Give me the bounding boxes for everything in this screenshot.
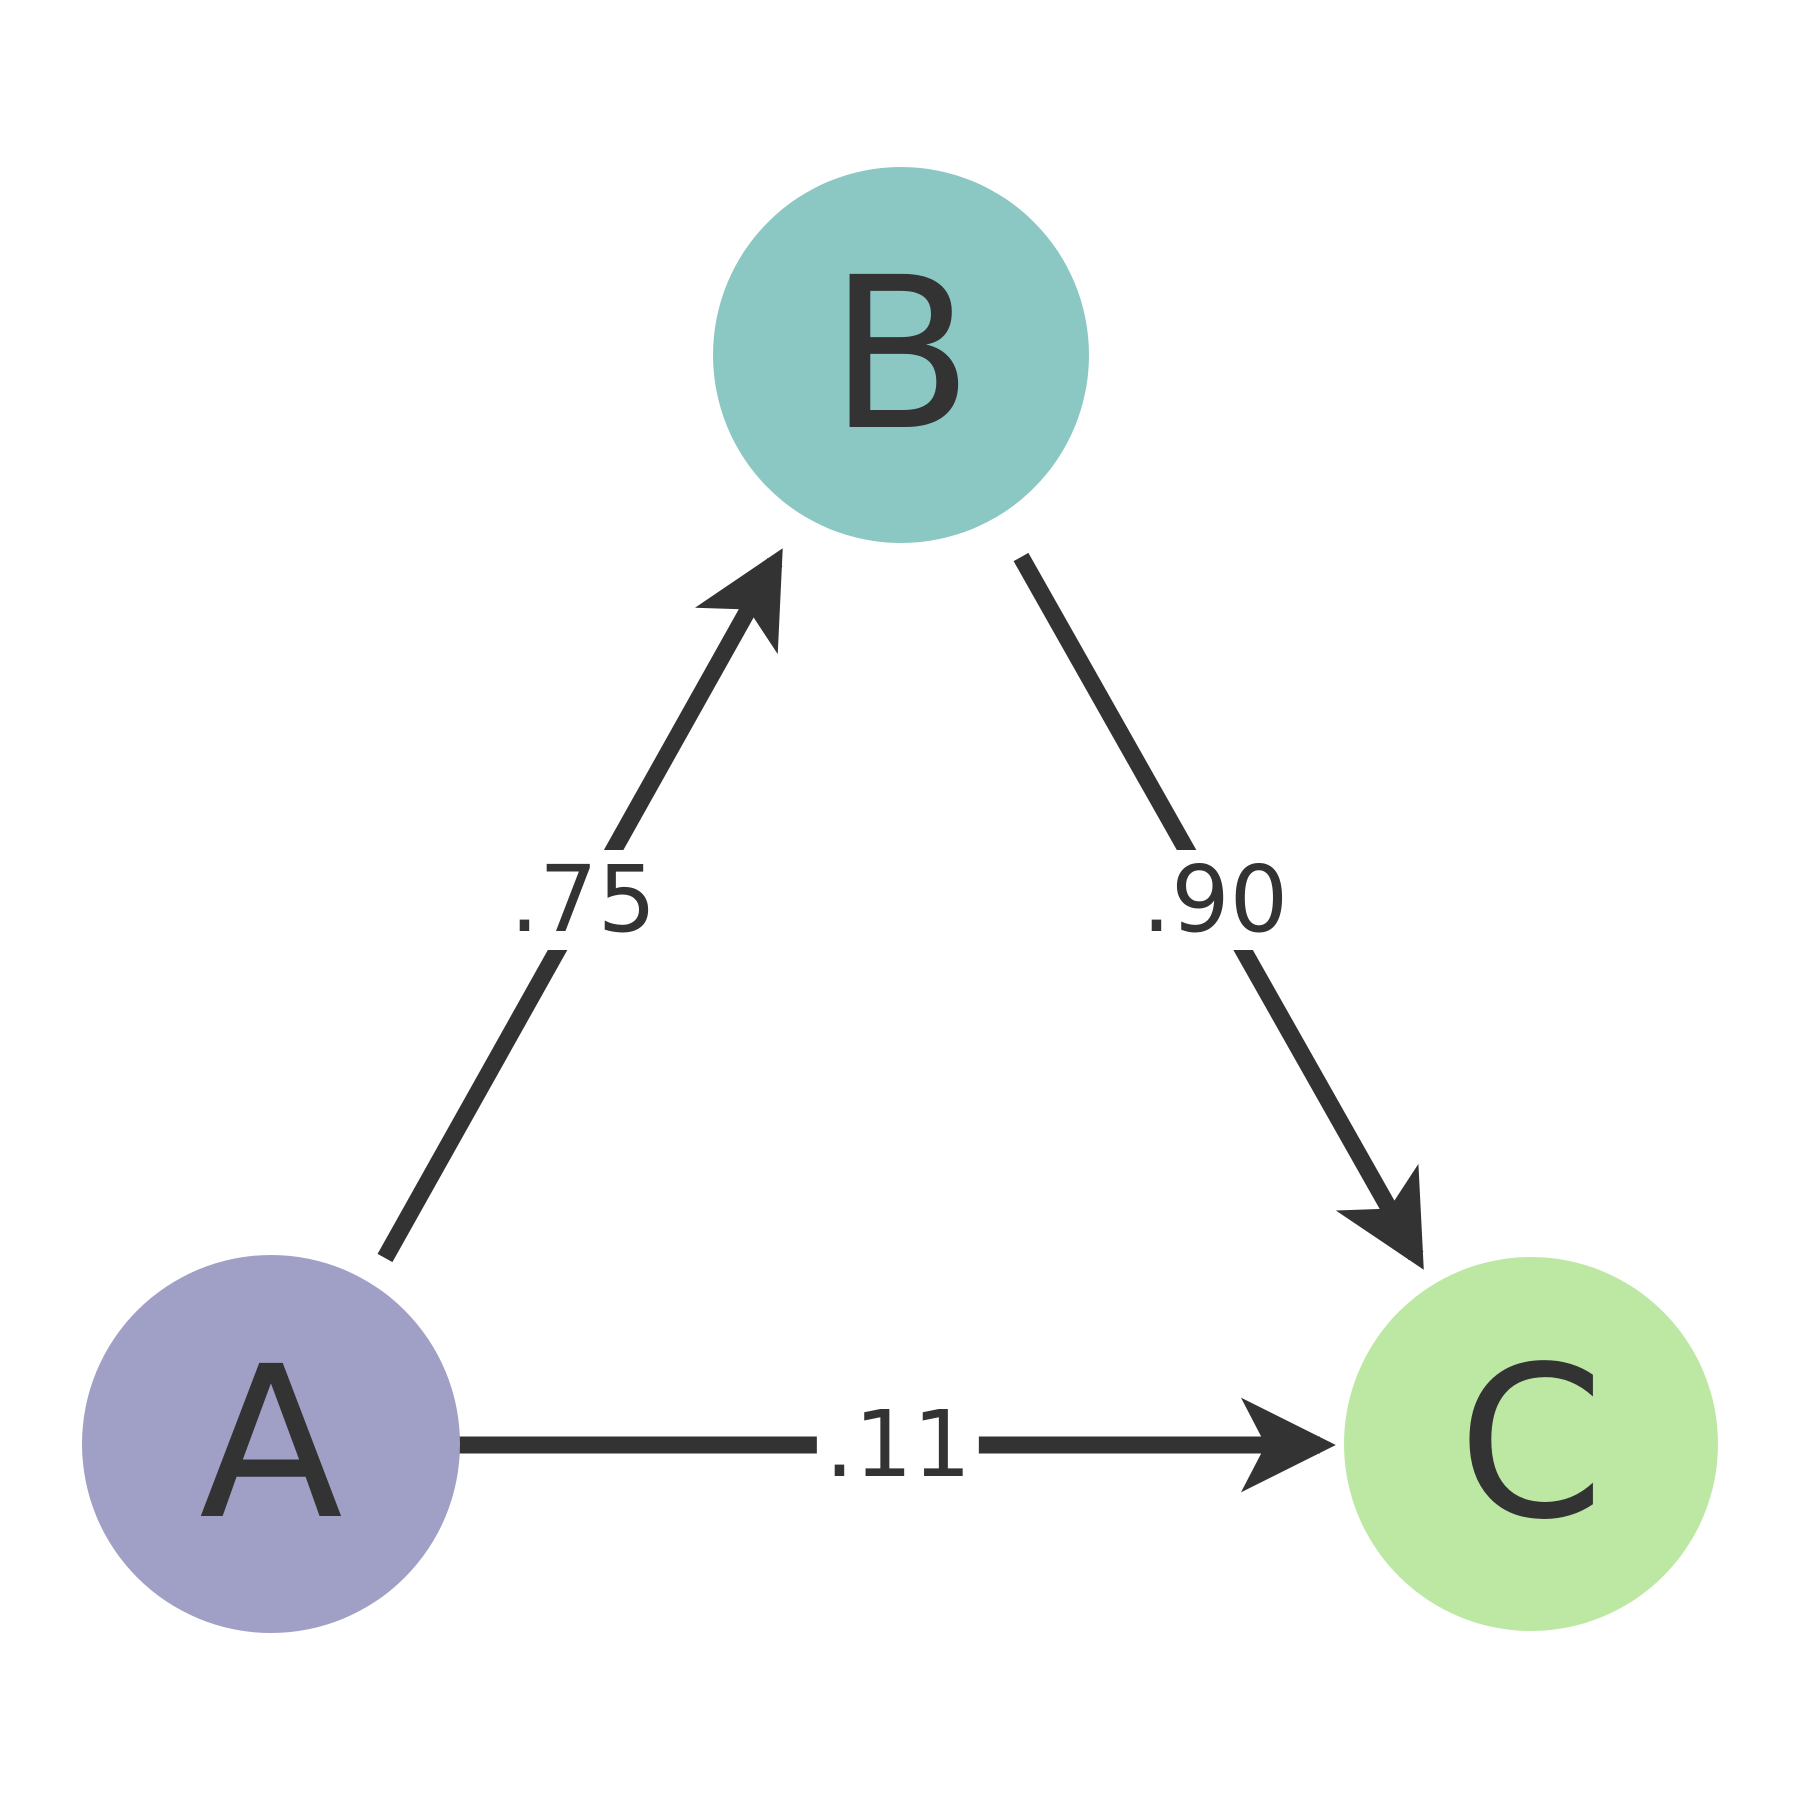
edge-label-a-to-b: .75 <box>501 850 665 950</box>
node-label-a: A <box>199 1321 343 1566</box>
node-label-b: B <box>828 232 974 477</box>
graph-node-c[interactable]: C <box>1344 1257 1718 1631</box>
edge-group <box>377 548 1424 1493</box>
edge-label-b-to-c: .90 <box>1133 850 1297 950</box>
edge-label-a-to-c: .11 <box>816 1395 980 1495</box>
graph-node-a[interactable]: A <box>82 1255 460 1633</box>
graph-node-b[interactable]: B <box>713 167 1089 543</box>
node-label-c: C <box>1457 1321 1605 1566</box>
